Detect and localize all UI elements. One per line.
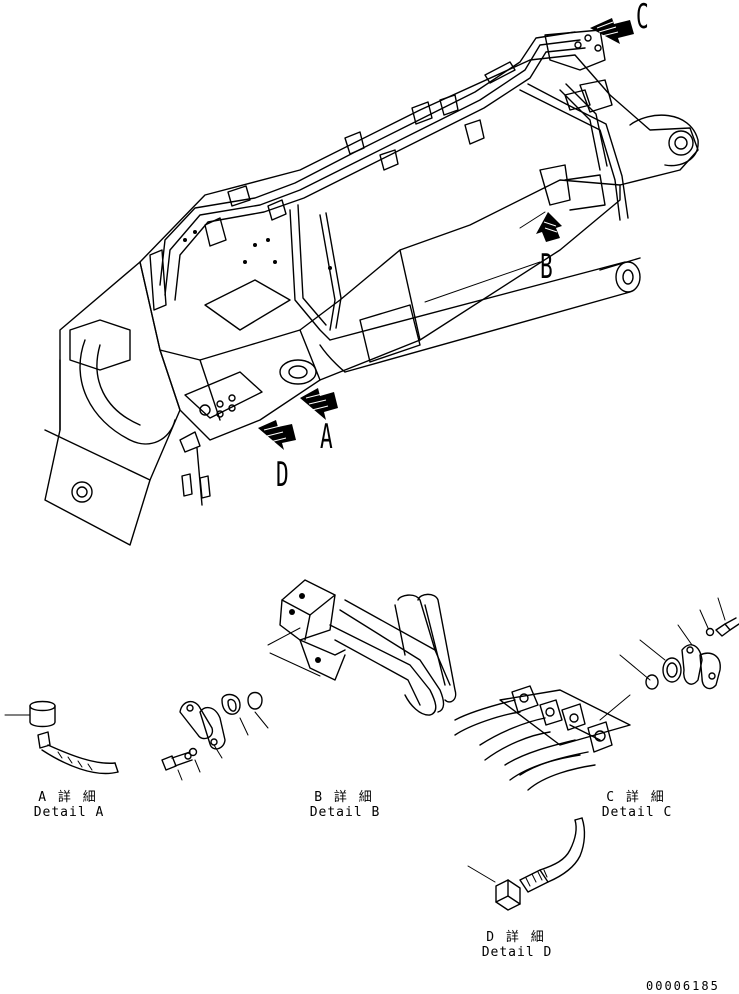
detail-c-caption-jp: C 詳 細 [606,790,666,805]
arrow-c-icon [590,18,634,44]
callout-b: B [540,247,553,287]
detail-a-caption-jp: A 詳 細 [38,790,98,805]
leader-b-cyl [424,261,541,303]
detail-d-caption-en: Detail D [481,945,553,960]
detail-d-drawing [467,817,586,911]
detail-c-caption-en: Detail C [601,805,673,820]
document-number: 00006185 [646,979,720,993]
hydraulic-cylinder [319,257,641,373]
detail-c-drawing [454,597,739,791]
boom-assembly [44,54,699,546]
detail-b-caption-en: Detail B [309,805,381,820]
arrow-d-icon [258,420,296,450]
arrow-a-icon [300,388,338,420]
detail-b-caption-jp: B 詳 細 [314,790,374,805]
callout-d: D [276,455,289,495]
arrow-b-icon [536,212,562,242]
leader-b [519,211,546,229]
hydraulic-piping [149,29,629,341]
detail-d-caption-jp: D 詳 細 [486,930,546,945]
callout-a: A [320,417,333,457]
callout-c: C [636,0,649,37]
detail-b-drawing [161,579,457,781]
detail-a-caption-en: Detail A [33,805,105,820]
detail-a-drawing [4,700,119,775]
